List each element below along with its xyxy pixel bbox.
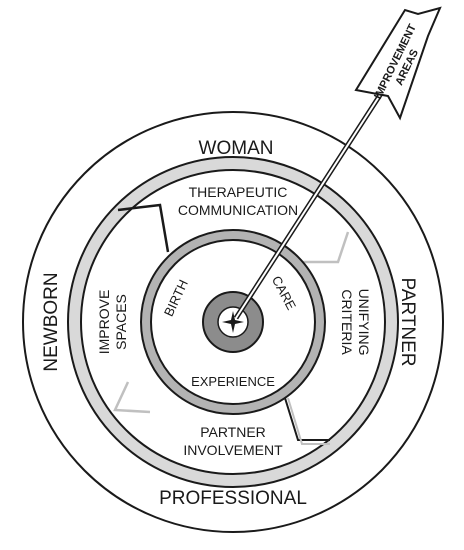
zigzag-bottom-right <box>284 397 330 441</box>
outer-label-top: WOMAN <box>199 138 274 159</box>
middle-label-right-1: UNIFYING <box>356 289 372 356</box>
middle-label-bottom-2: INVOLVEMENT <box>183 442 283 458</box>
arrow-shaft-highlight <box>235 91 383 319</box>
inner-label-bottom: EXPERIENCE <box>191 374 275 389</box>
zigzag-bottom-right-shadow <box>287 397 330 445</box>
middle-label-right-2: CRITERIA <box>339 289 355 355</box>
arrow-fletching: IMPROVEMENT AREAS <box>354 6 442 121</box>
outer-label-bottom: PROFESSIONAL <box>159 488 307 509</box>
zigzag-top-right <box>302 231 350 264</box>
middle-label-top-1: THERAPEUTIC <box>189 184 288 200</box>
outer-label-right: PARTNER <box>397 277 418 366</box>
outer-label-left: NEWBORN <box>41 272 62 371</box>
middle-label-left-2: SPACES <box>113 294 129 350</box>
middle-label-top-2: COMMUNICATION <box>178 202 298 218</box>
zigzag-top-left <box>117 203 170 253</box>
compass-star-icon <box>222 311 244 333</box>
middle-label-bottom-1: PARTNER <box>200 424 266 440</box>
middle-label-left-1: IMPROVE <box>96 290 112 355</box>
zigzag-bottom-left <box>113 381 151 414</box>
